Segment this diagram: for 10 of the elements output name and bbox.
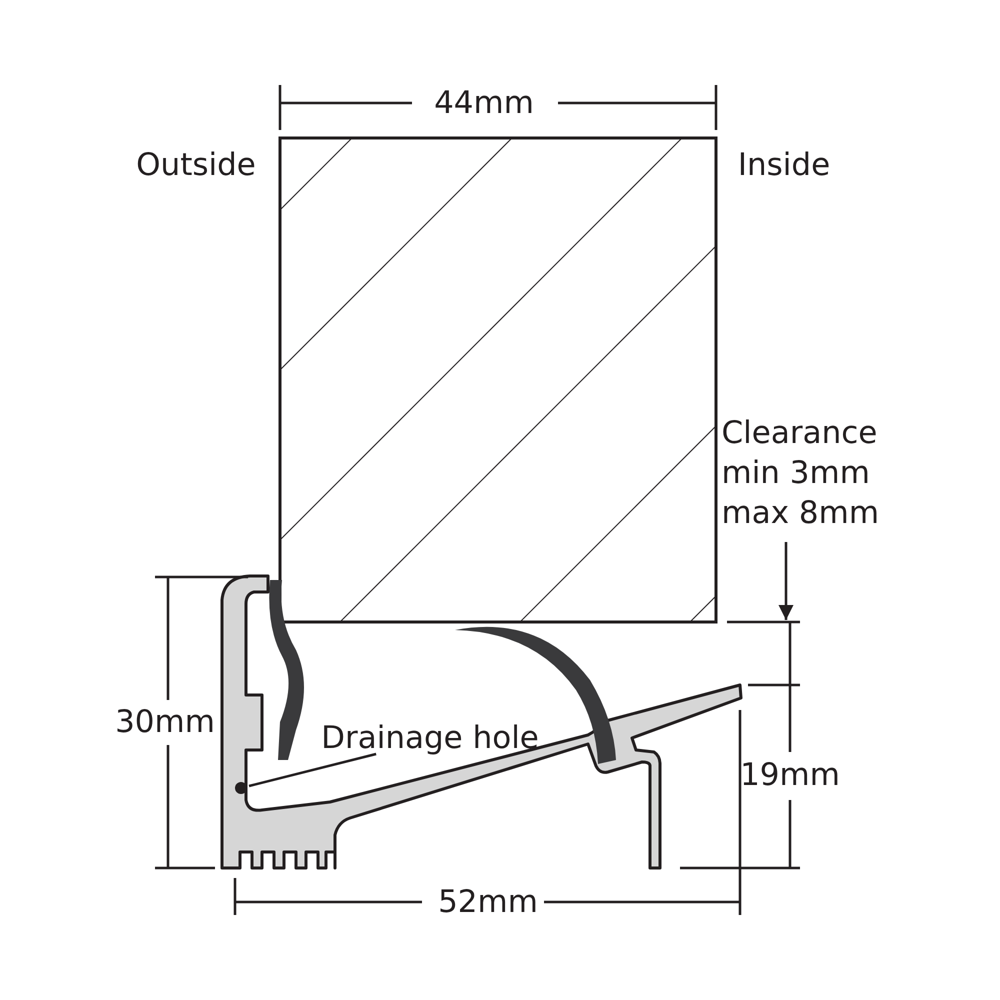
- clearance-note: Clearance min 3mm max 8mm: [722, 414, 880, 533]
- drainage-hole: [235, 782, 247, 794]
- dimension-label: 52mm: [438, 883, 538, 922]
- dimension-label: 19mm: [740, 756, 840, 795]
- side-label: Inside: [738, 146, 830, 185]
- part-label: Drainage hole: [321, 718, 539, 758]
- side-label: Outside: [136, 146, 256, 185]
- leader-line: [248, 752, 376, 788]
- dimension-label: 44mm: [434, 84, 534, 123]
- dimension-label: 30mm: [115, 703, 215, 742]
